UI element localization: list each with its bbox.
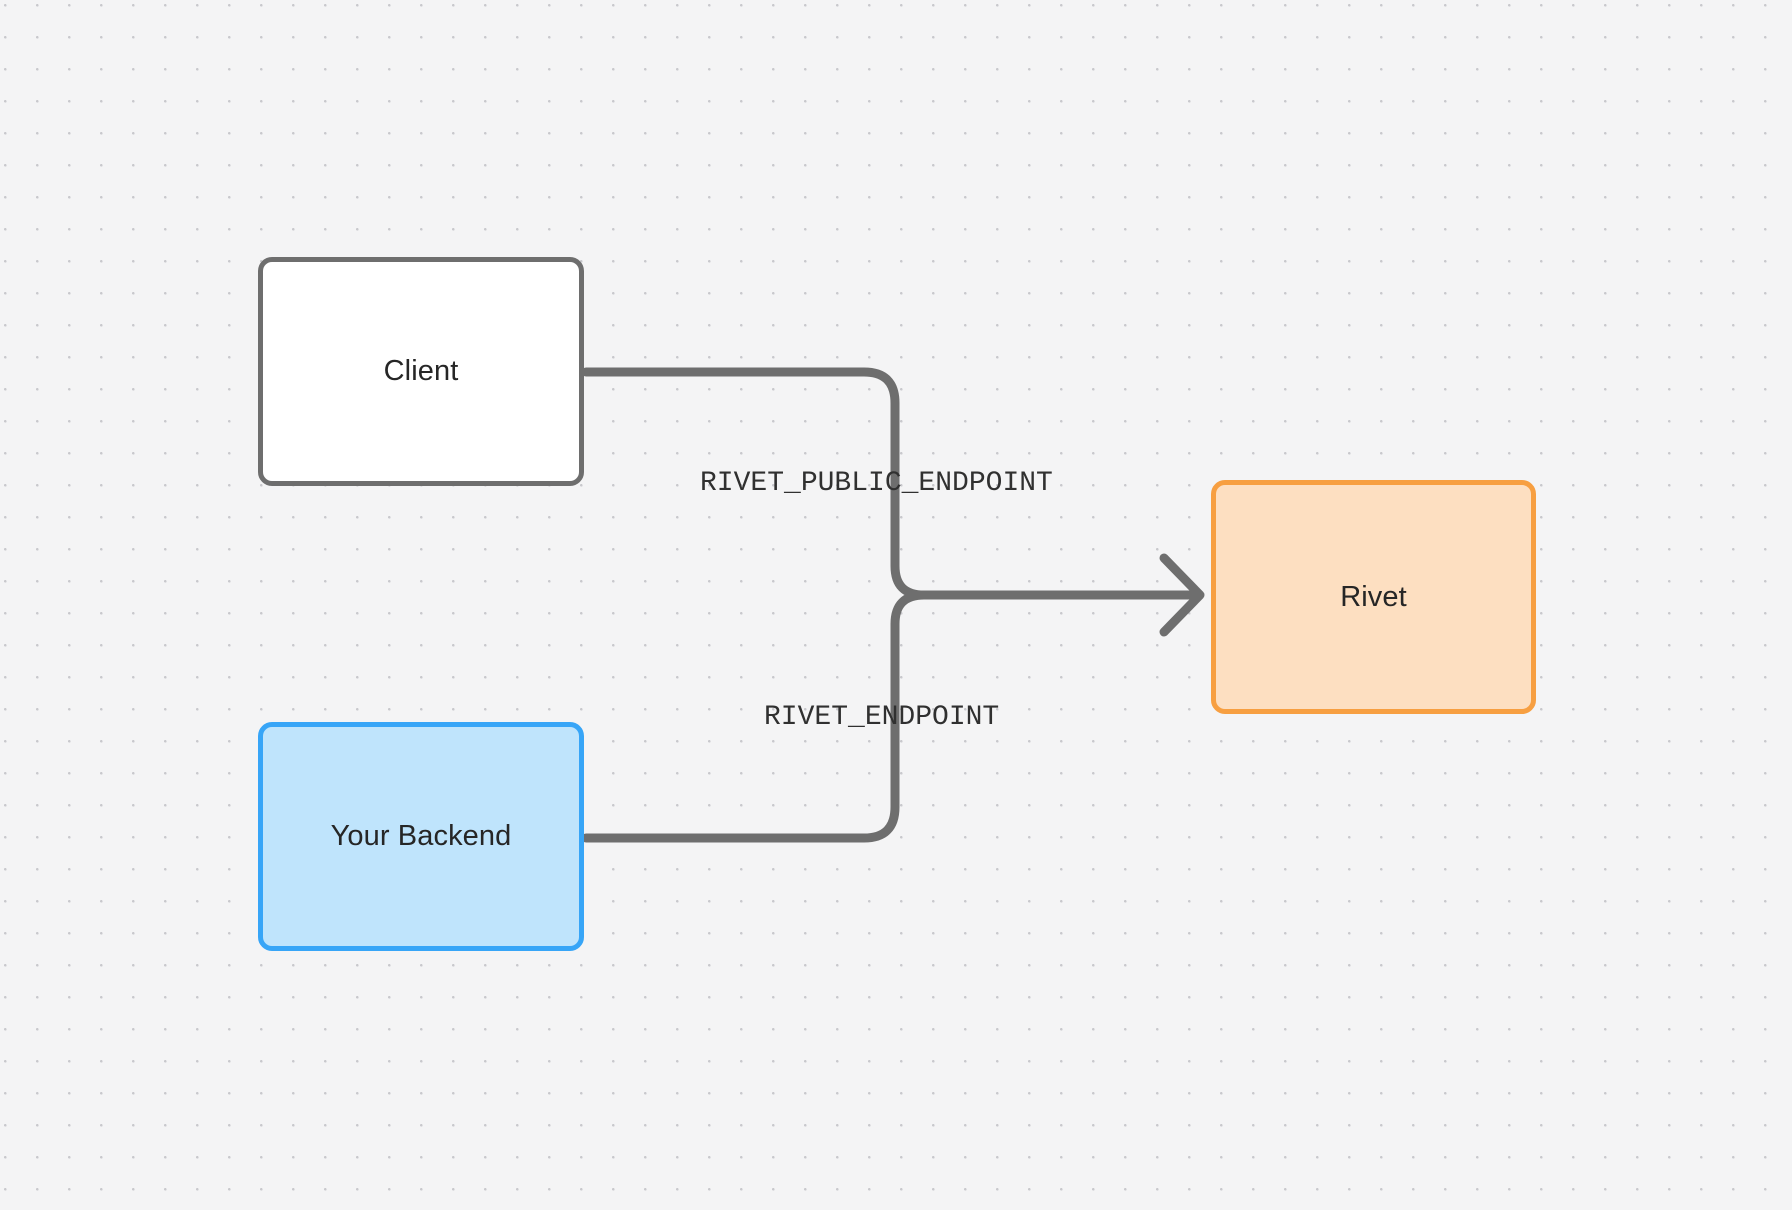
node-client-label: Client — [383, 355, 459, 387]
node-your-backend[interactable]: Your Backend — [258, 722, 584, 951]
edge-label-rivet-public-endpoint: RIVET_PUBLIC_ENDPOINT — [700, 468, 1053, 499]
node-rivet-label: Rivet — [1340, 580, 1407, 613]
node-rivet[interactable]: Rivet — [1211, 480, 1536, 714]
edge-label-rivet-endpoint: RIVET_ENDPOINT — [764, 702, 1000, 733]
node-your-backend-label: Your Backend — [330, 820, 512, 852]
node-client[interactable]: Client — [258, 257, 584, 486]
edge-arrowhead-icon — [1159, 553, 1205, 637]
